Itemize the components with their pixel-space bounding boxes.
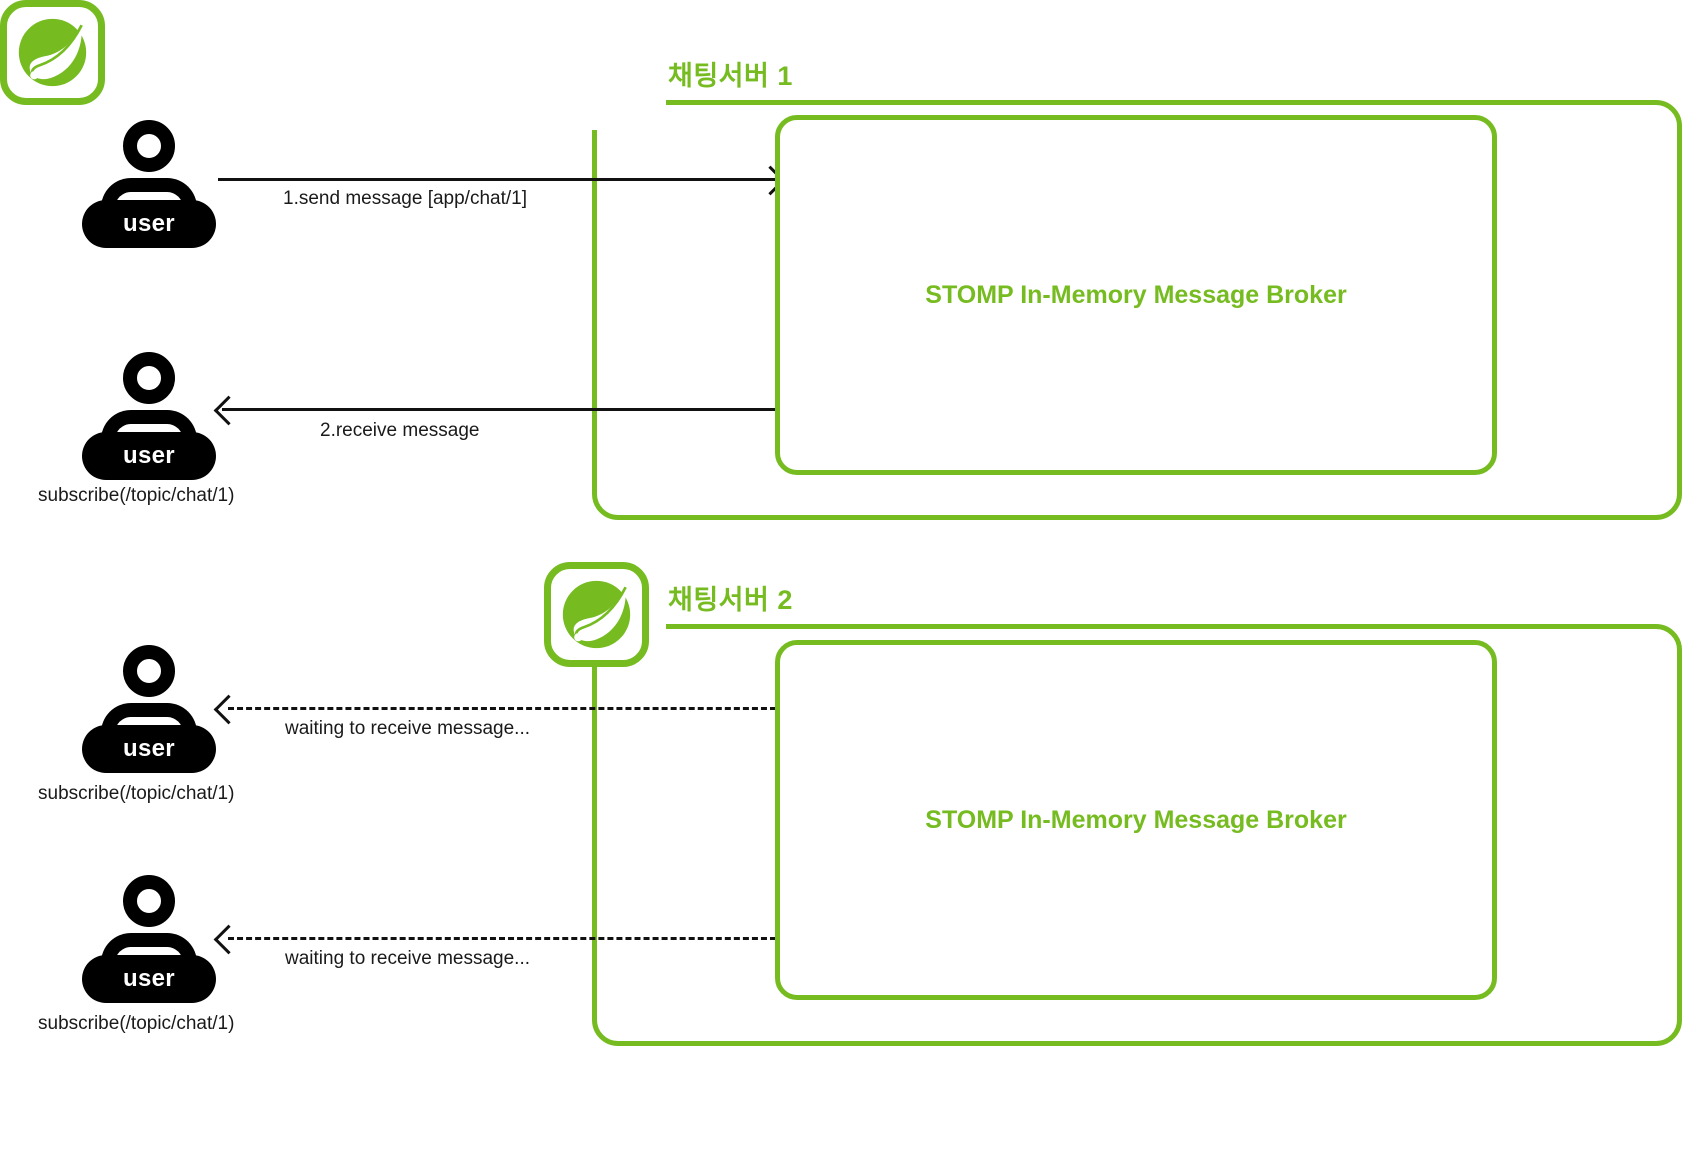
user-label-pill: user	[82, 200, 216, 248]
user-label-pill: user	[82, 955, 216, 1003]
user-label-pill: user	[82, 725, 216, 773]
chat-server-2-group	[592, 624, 1682, 1046]
arrow-send-message-line	[218, 178, 776, 181]
arrow-waiting-1-line	[228, 707, 776, 710]
user-2-subscribe-note: subscribe(/topic/chat/1)	[38, 485, 235, 506]
arrow-waiting-1-label: waiting to receive message...	[285, 718, 531, 739]
broker-label: STOMP In-Memory Message Broker	[925, 280, 1347, 309]
user-label-pill: user	[82, 432, 216, 480]
arrow-waiting-2-label: waiting to receive message...	[285, 948, 531, 969]
arrow-send-message-label: 1.send message [app/chat/1]	[283, 188, 527, 209]
user-actor-3: user	[82, 645, 232, 775]
chat-server-1-stem	[592, 130, 597, 160]
user-4-subscribe-note: subscribe(/topic/chat/1)	[38, 1013, 235, 1034]
chat-server-2-logo	[544, 562, 649, 667]
user-3-subscribe-note: subscribe(/topic/chat/1)	[38, 783, 235, 804]
user-head-icon	[123, 120, 175, 172]
chat-server-2-title: 채팅서버 2	[668, 585, 793, 615]
arrow-waiting-2-line	[228, 937, 776, 940]
user-actor-2: user	[82, 352, 232, 482]
user-actor-1: user	[82, 120, 232, 250]
frame-mask-1	[586, 95, 666, 135]
broker-label: STOMP In-Memory Message Broker	[925, 805, 1347, 834]
user-head-icon	[123, 352, 175, 404]
chat-server-1-logo	[0, 0, 105, 105]
user-head-icon	[123, 875, 175, 927]
chat-server-1-group	[592, 100, 1682, 520]
chat-server-2-broker: STOMP In-Memory Message Broker	[775, 640, 1497, 1000]
chat-server-1-broker: STOMP In-Memory Message Broker	[775, 115, 1497, 475]
chat-server-2-stem	[592, 654, 597, 684]
user-head-icon	[123, 645, 175, 697]
user-actor-4: user	[82, 875, 232, 1005]
arrow-receive-message-label: 2.receive message	[320, 420, 480, 441]
spring-leaf-icon	[7, 7, 98, 98]
arrow-receive-message-line	[222, 408, 776, 411]
spring-leaf-icon	[551, 569, 642, 660]
chat-server-1-title: 채팅서버 1	[668, 61, 793, 91]
